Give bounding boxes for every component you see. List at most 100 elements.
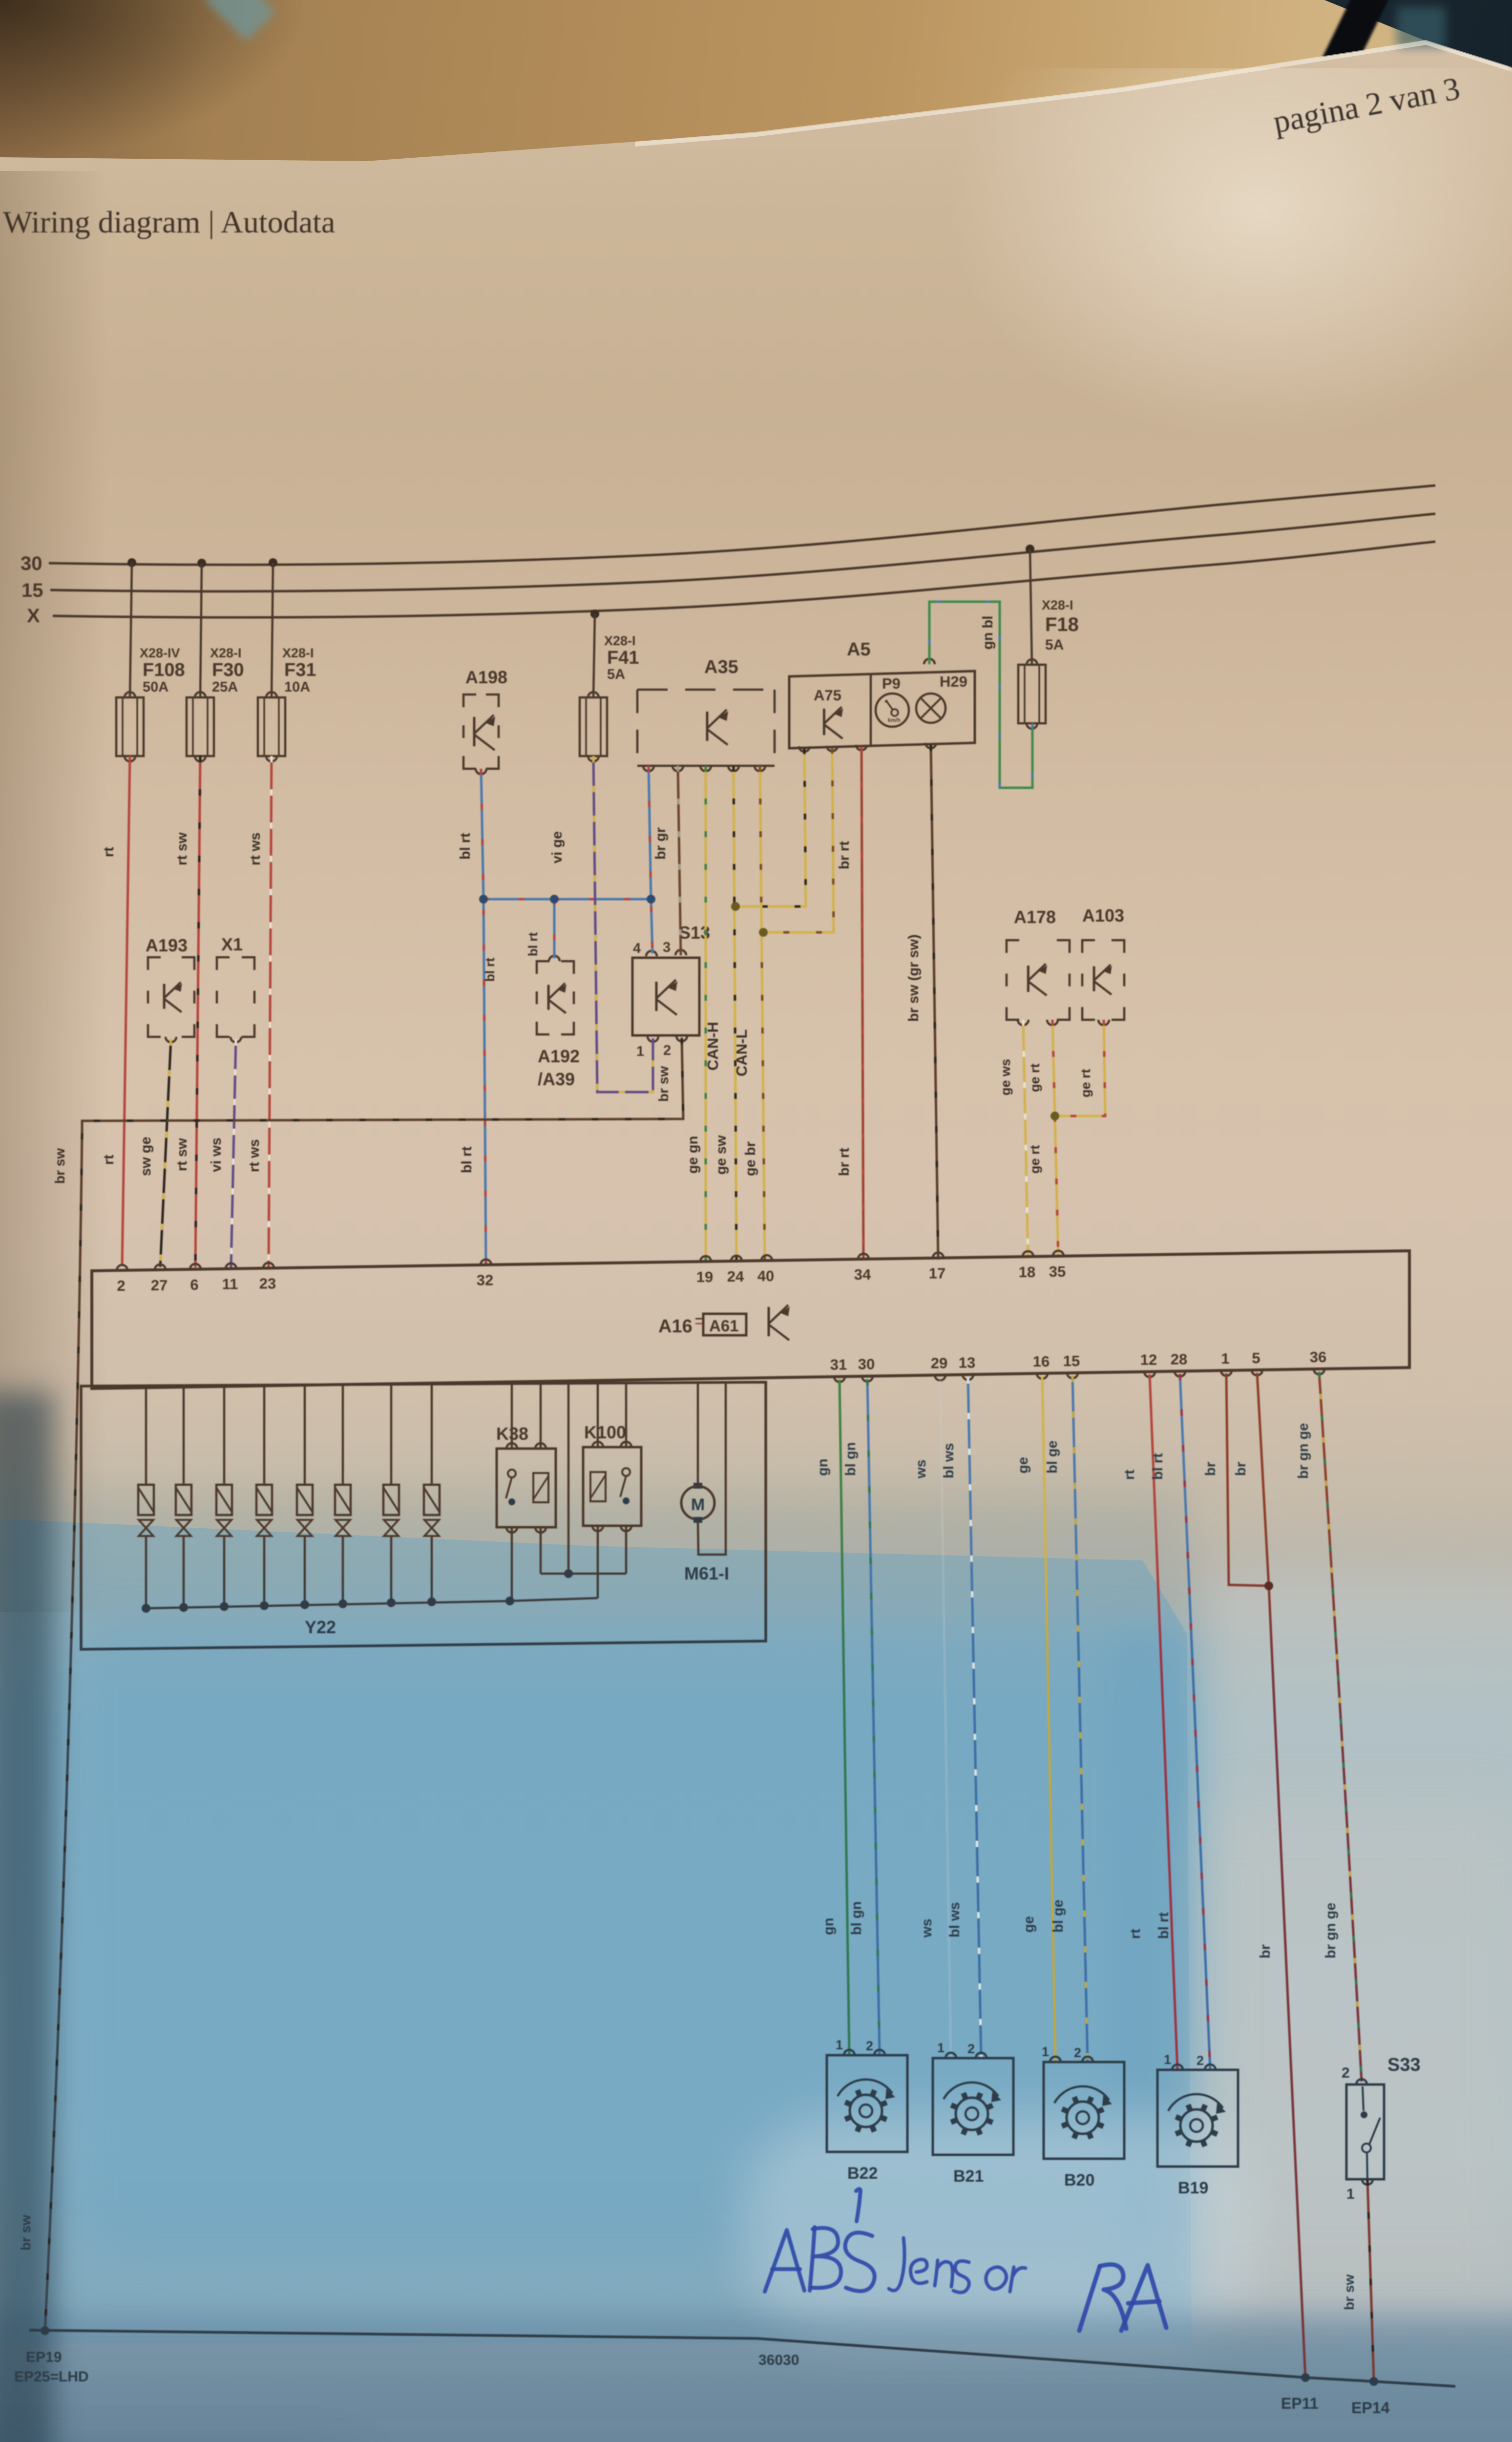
svg-text:A103: A103 <box>1082 905 1124 926</box>
svg-text:B22: B22 <box>847 2164 878 2183</box>
svg-text:F18: F18 <box>1045 614 1079 635</box>
svg-text:M61-I: M61-I <box>684 1563 729 1583</box>
svg-text:12: 12 <box>1140 1351 1157 1368</box>
svg-text:24: 24 <box>727 1268 744 1285</box>
svg-text:1: 1 <box>1221 1350 1229 1367</box>
svg-text:br gn ge: br gn ge <box>1296 1423 1311 1479</box>
svg-text:vi ws: vi ws <box>209 1137 224 1172</box>
svg-text:17: 17 <box>929 1265 945 1282</box>
svg-text:F108: F108 <box>143 660 185 680</box>
svg-text:/A39: /A39 <box>538 1069 575 1089</box>
svg-text:A75: A75 <box>814 687 841 704</box>
svg-text:br: br <box>1233 1462 1249 1476</box>
svg-text:29: 29 <box>931 1354 947 1371</box>
svg-text:A35: A35 <box>704 657 738 677</box>
svg-text:3: 3 <box>663 940 671 955</box>
svg-text:vi ge: vi ge <box>549 831 565 863</box>
svg-text:ge rt: ge rt <box>1028 1145 1042 1174</box>
svg-text:M: M <box>691 1495 705 1514</box>
svg-text:Y22: Y22 <box>305 1617 336 1637</box>
svg-text:A198: A198 <box>465 667 507 687</box>
svg-text:16: 16 <box>1033 1353 1050 1370</box>
svg-text:32: 32 <box>477 1272 493 1289</box>
svg-text:5A: 5A <box>1045 637 1064 653</box>
svg-text:gn: gn <box>815 1459 831 1476</box>
svg-text:rt: rt <box>101 1155 117 1165</box>
svg-text:K100: K100 <box>584 1422 626 1442</box>
svg-text:28: 28 <box>1171 1350 1187 1368</box>
svg-text:br sw: br sw <box>52 1148 67 1184</box>
svg-text:EP14: EP14 <box>1351 2399 1389 2417</box>
svg-text:ge br: ge br <box>743 1141 758 1176</box>
svg-text:ge rt: ge rt <box>1028 1063 1042 1092</box>
svg-text:P9: P9 <box>882 675 901 692</box>
svg-text:ws: ws <box>913 1459 929 1479</box>
svg-text:S33: S33 <box>1387 2055 1421 2075</box>
svg-text:B20: B20 <box>1064 2171 1094 2189</box>
svg-text:sw ge: sw ge <box>138 1137 154 1176</box>
svg-text:gn bl: gn bl <box>980 616 996 650</box>
svg-text:br rt: br rt <box>837 1148 852 1176</box>
svg-text:F41: F41 <box>607 648 639 668</box>
svg-text:bl rt: bl rt <box>1150 1453 1166 1480</box>
svg-text:X28-I: X28-I <box>1042 598 1073 612</box>
svg-text:B19: B19 <box>1178 2179 1208 2197</box>
svg-text:ge: ge <box>1021 1916 1037 1933</box>
svg-text:br gn ge: br gn ge <box>1323 1903 1339 1958</box>
svg-text:36: 36 <box>1310 1348 1326 1366</box>
svg-text:18: 18 <box>1019 1263 1035 1281</box>
svg-text:EP25=LHD: EP25=LHD <box>14 2369 89 2385</box>
svg-text:A192: A192 <box>538 1046 580 1066</box>
svg-text:bl ge: bl ge <box>1045 1440 1060 1474</box>
svg-text:35: 35 <box>1049 1263 1066 1280</box>
svg-text:X28-I: X28-I <box>210 646 242 660</box>
svg-text:X: X <box>27 605 40 627</box>
svg-text:pagina 2 van 3: pagina 2 van 3 <box>1270 70 1463 140</box>
svg-text:34: 34 <box>854 1266 871 1283</box>
svg-text:1: 1 <box>836 2038 843 2052</box>
svg-text:19: 19 <box>696 1268 713 1285</box>
svg-text:1: 1 <box>636 1044 644 1059</box>
svg-text:X1: X1 <box>221 934 243 954</box>
svg-text:br sw: br sw <box>1342 2274 1357 2310</box>
svg-text:2: 2 <box>1197 2053 1204 2068</box>
svg-text:br: br <box>1203 1462 1218 1476</box>
svg-text:bl gn: bl gn <box>849 1901 864 1935</box>
svg-text:2: 2 <box>663 1043 671 1058</box>
svg-text:A16: A16 <box>658 1316 693 1337</box>
svg-text:EP19: EP19 <box>26 2349 62 2365</box>
svg-text:2: 2 <box>1342 2065 1350 2081</box>
svg-text:1: 1 <box>1346 2186 1355 2202</box>
svg-text:bl ws: bl ws <box>947 1902 963 1937</box>
svg-text:br rt: br rt <box>837 841 852 869</box>
svg-text:25A: 25A <box>212 679 238 695</box>
svg-text:H29: H29 <box>940 673 967 690</box>
svg-text:A193: A193 <box>146 935 188 955</box>
svg-text:15: 15 <box>1063 1352 1080 1369</box>
svg-text:br sw (gr sw): br sw (gr sw) <box>906 934 922 1022</box>
svg-text:br sw: br sw <box>656 1066 671 1102</box>
svg-text:ge ws: ge ws <box>998 1059 1013 1095</box>
svg-text:2: 2 <box>967 2042 975 2056</box>
svg-text:br sw: br sw <box>18 2215 33 2251</box>
svg-text:40: 40 <box>757 1267 774 1284</box>
svg-text:2: 2 <box>866 2039 873 2053</box>
svg-text:bl rt: bl rt <box>1156 1912 1172 1939</box>
svg-text:ws: ws <box>919 1918 935 1938</box>
svg-text:1: 1 <box>937 2041 945 2055</box>
svg-text:6: 6 <box>190 1276 198 1293</box>
svg-text:br: br <box>1258 1944 1273 1958</box>
svg-text:X28-IV: X28-IV <box>140 646 180 660</box>
svg-text:bl gn: bl gn <box>843 1442 859 1476</box>
svg-text:13: 13 <box>959 1354 975 1371</box>
svg-text:A5: A5 <box>847 639 871 660</box>
svg-text:bl rt: bl rt <box>458 833 473 860</box>
svg-text:ge sw: ge sw <box>714 1135 729 1175</box>
svg-text:5A: 5A <box>607 667 625 682</box>
svg-text:1: 1 <box>1042 2044 1049 2059</box>
svg-text:30: 30 <box>21 553 42 574</box>
svg-text:5: 5 <box>1252 1349 1260 1367</box>
svg-text:rt ws: rt ws <box>248 832 263 865</box>
svg-text:br gr: br gr <box>653 827 669 860</box>
svg-text:CAN-L: CAN-L <box>733 1030 750 1076</box>
